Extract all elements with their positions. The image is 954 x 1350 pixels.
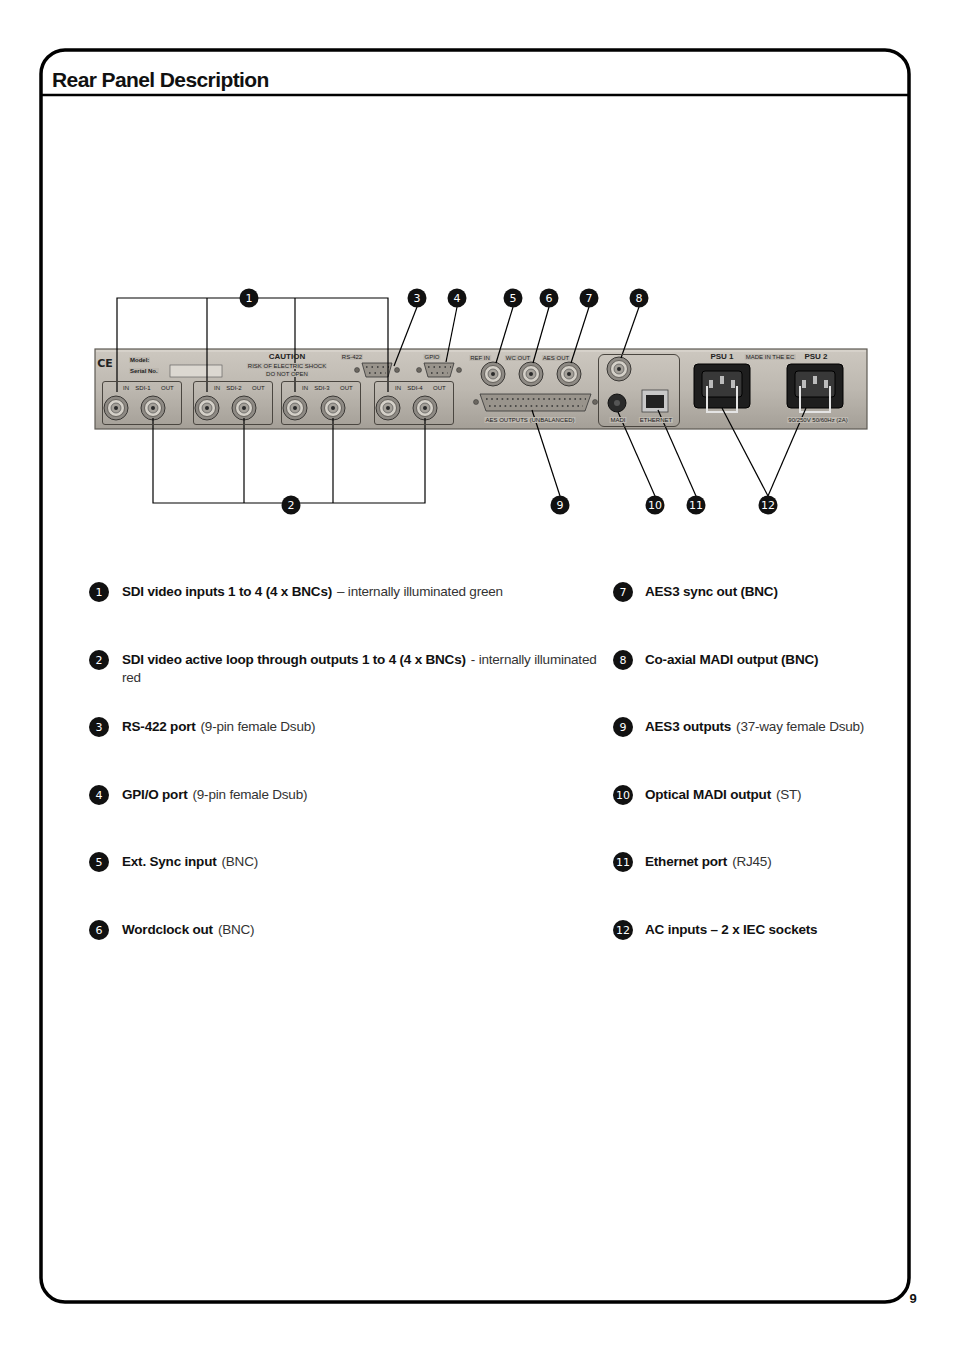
page-number: 9: [909, 1292, 916, 1305]
callout-number: 10: [616, 790, 630, 801]
callout-number: 12: [761, 500, 775, 511]
part-name: Wordclock out: [122, 922, 213, 937]
part-name: AC inputs – 2 x IEC sockets: [645, 922, 817, 937]
connector-name: PSU 2: [804, 353, 827, 361]
callout-number: 3: [414, 293, 421, 304]
panel-text: IN: [213, 385, 221, 391]
callout-number: 11: [616, 857, 630, 868]
panel-text: CAUTION: [269, 353, 305, 361]
part-detail: – internally illuminated green: [337, 584, 503, 599]
sdi-group-box: IN SDI-3 OUT: [281, 381, 361, 425]
callout-number: 5: [510, 293, 517, 304]
description-row: SDI video inputs 1 to 4 (4 x BNCs) – inte…: [122, 583, 605, 601]
description-row: SDI video active loop through outputs 1 …: [122, 651, 605, 687]
callout-number: 2: [96, 655, 103, 666]
sdi-group-box: IN SDI-1 OUT: [102, 381, 182, 425]
connector-name: PSU 1: [710, 353, 733, 361]
panel-text: MADI: [610, 417, 627, 423]
callout-number: 11: [689, 500, 703, 511]
sdi-group-box: IN SDI-2 OUT: [193, 381, 273, 425]
connector-name: RS-422: [341, 354, 363, 360]
callout-number: 9: [557, 500, 564, 511]
callout-number: 4: [96, 790, 103, 801]
callout-number: 7: [586, 293, 593, 304]
callout-number: 9: [620, 722, 627, 733]
sdi-group-box: IN SDI-4 OUT: [374, 381, 454, 425]
page-title: Rear Panel Description: [52, 69, 269, 90]
callout-number: 10: [648, 500, 662, 511]
panel-text: SDI-1: [134, 385, 151, 391]
connector-name: AES OUT: [542, 355, 570, 361]
panel-text: IN: [394, 385, 402, 391]
part-detail: (RJ45): [732, 854, 771, 869]
callout-number: 3: [96, 722, 103, 733]
part-name: SDI video inputs 1 to 4 (4 x BNCs): [122, 584, 332, 599]
callout-number: 1: [96, 587, 103, 598]
description-row: GPI/O port (9-pin female Dsub): [122, 786, 605, 804]
part-name: SDI video active loop through outputs 1 …: [122, 652, 466, 667]
part-detail: (37-way female Dsub): [736, 719, 864, 734]
madi-section-box: MADI ETHERNET: [598, 354, 680, 427]
panel-text: 90/250V 50/60Hz (2A): [787, 417, 848, 423]
callout-number: 6: [546, 293, 553, 304]
connector-name: GPIO: [423, 354, 440, 360]
ce-mark: CE: [97, 358, 113, 369]
part-detail: (BNC): [218, 922, 255, 937]
part-detail: (9-pin female Dsub): [193, 787, 308, 802]
part-name: Ethernet port: [645, 854, 727, 869]
connector-name: REF IN: [469, 355, 491, 361]
panel-text: OUT: [160, 385, 175, 391]
description-row: Optical MADI output (ST): [645, 786, 907, 804]
panel-text: Serial No.: [129, 368, 159, 374]
part-name: AES3 sync out (BNC): [645, 584, 778, 599]
part-name: GPI/O port: [122, 787, 188, 802]
panel-text: IN: [301, 385, 309, 391]
connector-name: AES OUTPUTS (UNBALANCED): [484, 417, 575, 423]
panel-text: SDI-3: [313, 385, 330, 391]
part-detail: (9-pin female Dsub): [201, 719, 316, 734]
panel-text: ETHERNET: [639, 417, 673, 423]
description-row: Wordclock out (BNC): [122, 921, 605, 939]
part-name: RS-422 port: [122, 719, 196, 734]
callout-number: 4: [454, 293, 461, 304]
part-name: Optical MADI output: [645, 787, 771, 802]
panel-text: OUT: [339, 385, 354, 391]
description-row: AES3 sync out (BNC): [645, 583, 907, 601]
callout-number: 7: [620, 587, 627, 598]
description-row: Ethernet port (RJ45): [645, 853, 907, 871]
panel-text: IN: [122, 385, 130, 391]
callout-number: 8: [620, 655, 627, 666]
panel-text: OUT: [432, 385, 447, 391]
callout-number: 1: [246, 293, 253, 304]
callout-number: 8: [636, 293, 643, 304]
callout-number: 2: [288, 500, 295, 511]
panel-text: OUT: [251, 385, 266, 391]
panel-text: DO NOT OPEN: [265, 371, 309, 377]
part-detail: (ST): [776, 787, 801, 802]
description-row: AES3 outputs (37-way female Dsub): [645, 718, 907, 736]
part-name: Ext. Sync input: [122, 854, 217, 869]
callout-number: 6: [96, 925, 103, 936]
description-row: Co-axial MADI output (BNC): [645, 651, 907, 669]
description-row: Ext. Sync input (BNC): [122, 853, 605, 871]
part-name: AES3 outputs: [645, 719, 731, 734]
panel-text: Model:: [129, 357, 150, 363]
panel-text: MADE IN THE EC: [745, 354, 796, 360]
part-detail: (BNC): [222, 854, 259, 869]
panel-text: SDI-4: [406, 385, 423, 391]
callout-number: 5: [96, 857, 103, 868]
part-name: Co-axial MADI output (BNC): [645, 652, 818, 667]
panel-text: SDI-2: [225, 385, 242, 391]
connector-name: WC OUT: [505, 355, 531, 361]
description-row: RS-422 port (9-pin female Dsub): [122, 718, 605, 736]
description-row: AC inputs – 2 x IEC sockets: [645, 921, 907, 939]
callout-number: 12: [616, 925, 630, 936]
panel-text: RISK OF ELECTRIC SHOCK: [247, 363, 327, 369]
